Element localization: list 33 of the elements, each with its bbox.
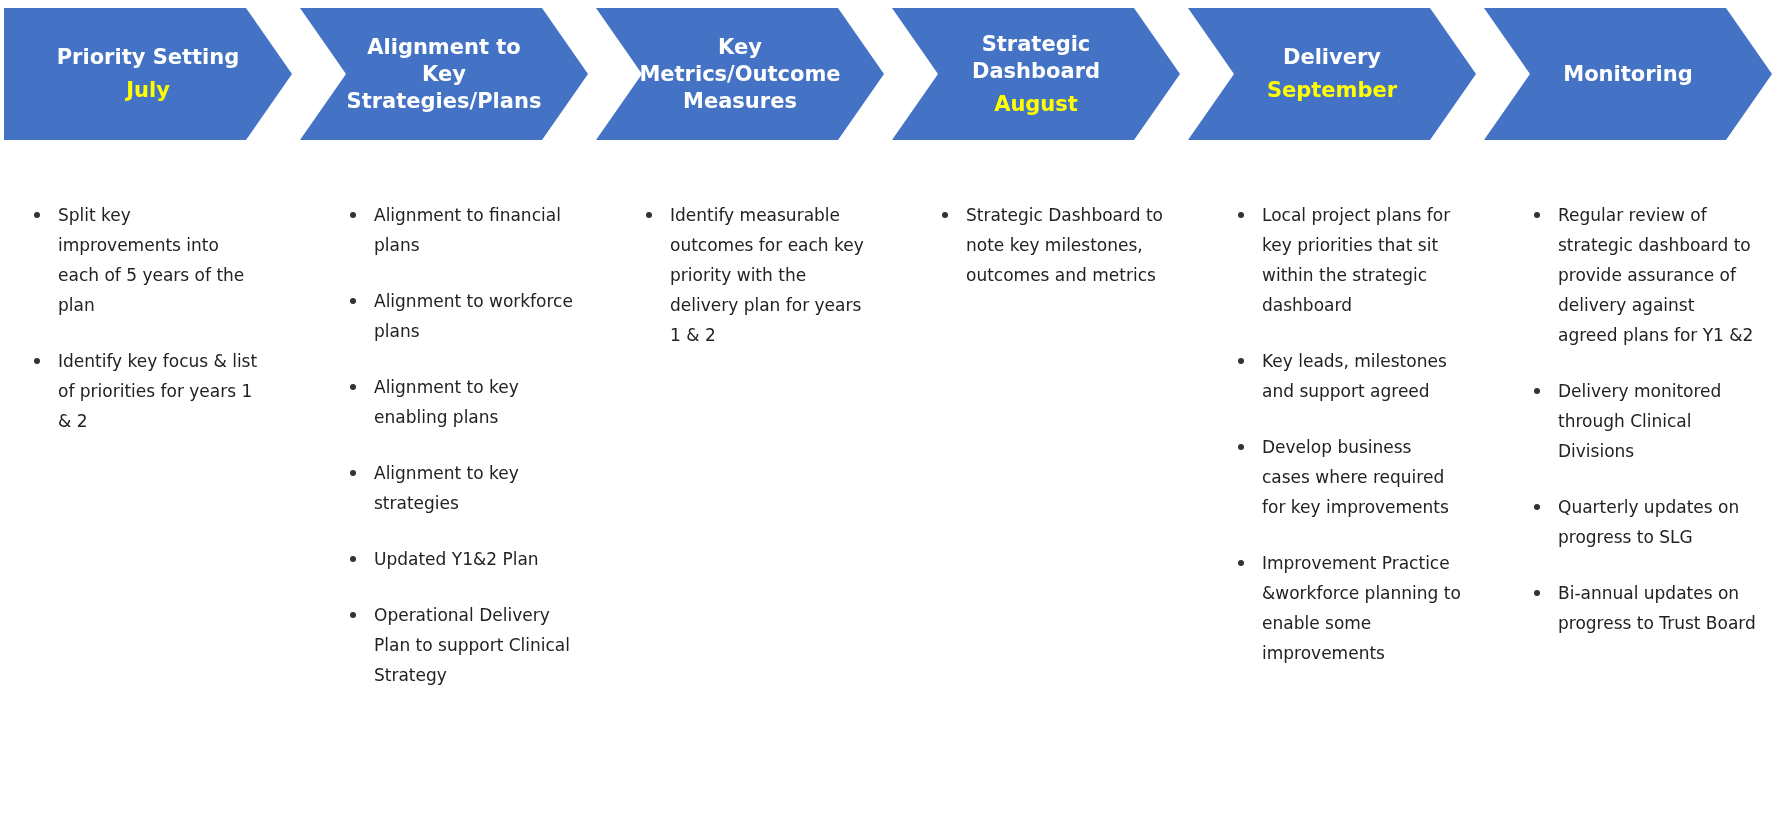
bullet-text: Alignment to key strategies [374,463,519,513]
process-step-shape [4,8,292,140]
step-title: Alignment to Key Strategies/Plans [346,33,542,115]
bullet-text: Updated Y1&2 Plan [374,549,539,569]
bullet-text: Delivery monitored through Clinical Divisions [1558,381,1722,461]
process-step-shape [892,8,1180,140]
month-label: August [994,90,1078,118]
step-title: Priority Setting [56,44,240,71]
bullet-text: Develop business cases where required for key improvements [1262,437,1449,517]
step-title: Key Metrics/Outcome Measures [639,33,841,115]
bullet-text: Improvement Practice &workforce planning to enable some improvements [1262,553,1461,663]
bullet-text: Alignment to financial plans [374,205,561,255]
step-title: Strategic Dashboard [970,30,1102,85]
bullet-text: Split key improvements into each of 5 years of the plan [58,205,245,315]
process-step-shape [1188,8,1476,140]
step-title: Delivery [1282,44,1382,71]
process-step-shape [300,8,588,140]
month-label: July [126,77,170,104]
bullet-text: Key leads, milestones and support agreed [1262,351,1447,401]
bullet-text: Bi-annual updates on progress to Trust Board [1558,583,1756,633]
month-label: September [1266,77,1398,104]
bullet-text: Quarterly updates on progress to SLG [1558,497,1740,547]
bullet-text: Alignment to workforce plans [374,291,573,341]
process-step-shape [596,8,884,140]
bullet-text: Operational Delivery Plan to support Clinical Strategy [374,605,570,685]
bullet-text: Identify key focus & list of priorities for years 1 & 2 [58,351,258,431]
bullet-text: Strategic Dashboard to note key milestones, outcomes and metrics [966,205,1163,285]
bullet-text: Identify measurable outcomes for each key priority with the delivery plan for years 1 & 2 [670,205,864,345]
bullet-text: Alignment to key enabling plans [374,377,519,427]
step-title: Monitoring [1563,60,1693,88]
bullet-text: Regular review of strategic dashboard to provide assurance of delivery against agreed plans for Y1 &2 [1558,205,1754,345]
bullet-text: Local project plans for key priorities that sit within the strategic dashboard [1262,205,1451,315]
process-step-shape [1484,8,1772,140]
